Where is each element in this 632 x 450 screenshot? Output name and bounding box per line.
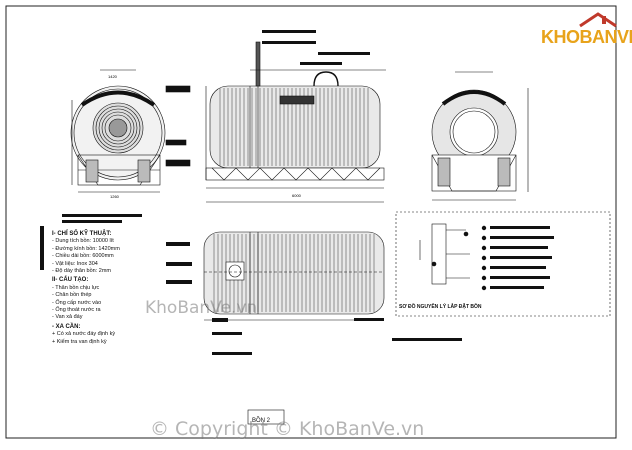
dim-label: 6000 — [292, 193, 302, 198]
notes-technical-heading: I- CHỈ SỐ KỸ THUẬT: — [52, 231, 112, 237]
notes-item: - Độ dày thân bồn: 2mm — [52, 268, 112, 275]
notes-item: - Thân bồn chịu lực — [52, 284, 100, 291]
notes-structure-heading: II- CẤU TẠO: — [52, 277, 89, 284]
title-bars — [40, 214, 142, 270]
notes-item: - Ống cấp nước vào — [52, 299, 102, 306]
sheet-border — [5, 5, 617, 439]
notes-item: - Dung tích bồn: 10000 lít — [52, 238, 114, 245]
notes-item: - Chiều dài bồn: 6000mm — [52, 253, 114, 260]
installation-legend-box — [395, 211, 611, 317]
khobanve-logo — [579, 12, 617, 28]
technical-notes: I- CHỈ SỐ KỸ THUẬT: - Dung tích bồn: 100… — [52, 229, 222, 346]
copyright-watermark: © Copyright © KhoBanVe.vn — [150, 418, 425, 440]
front-callout-leaders — [262, 30, 370, 65]
left-end-view — [70, 69, 191, 193]
legend-bullets — [481, 225, 554, 291]
notes-item: - Đường kính bồn: 1420mm — [52, 245, 120, 252]
front-elevation-view — [205, 41, 386, 203]
watermark-text: KhoBanVe.vn — [145, 298, 258, 318]
notes-item: - Chân bồn thép — [52, 292, 92, 299]
legend-title: SƠ ĐỒ NGUYÊN LÝ LẮP ĐẶT BỒN — [399, 304, 482, 310]
notes-item: + Có xả nước đáy định kỳ — [52, 331, 116, 338]
dim-label: 1420 — [108, 74, 118, 79]
sheet-stamp — [247, 409, 285, 425]
notes-item: + Kiểm tra van định kỳ — [52, 338, 107, 345]
right-end-view — [431, 71, 529, 201]
dim-label: 1260 — [110, 194, 120, 199]
house-roof-icon — [579, 12, 617, 28]
logo-text: KHOBANVE — [541, 27, 632, 47]
plan-view — [203, 231, 385, 321]
notes-item: - Vật liệu: Inox 304 — [52, 260, 98, 267]
notes-xa-can-heading: - XA CẦN: — [52, 323, 81, 330]
plan-callout-leaders — [166, 242, 462, 355]
notes-item: - Van xả đáy — [52, 314, 83, 321]
sheet-label: BỒN 2 — [252, 418, 271, 424]
notes-item: - Ống thoát nước ra — [52, 307, 101, 314]
